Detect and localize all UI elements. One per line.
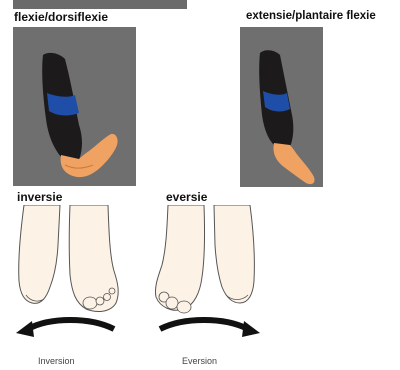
caption-eversion: eversie: [166, 190, 207, 204]
leg-plantar-flexion-image: [240, 27, 323, 187]
feet-inversion-icon: [10, 205, 135, 350]
caption-flexion: flexie/dorsiflexie: [14, 10, 108, 24]
feet-eversion-icon: [142, 205, 267, 350]
top-strip: [13, 0, 187, 9]
caption-extension: extensie/plantaire flexie: [246, 10, 376, 22]
leg-dorsiflexion-icon: [13, 27, 136, 186]
sublabel-inversion: Inversion: [38, 356, 75, 366]
leg-plantar-flexion-icon: [240, 27, 323, 187]
sublabel-eversion: Eversion: [182, 356, 217, 366]
caption-inversion: inversie: [17, 190, 62, 204]
leg-dorsiflexion-image: [13, 27, 136, 186]
